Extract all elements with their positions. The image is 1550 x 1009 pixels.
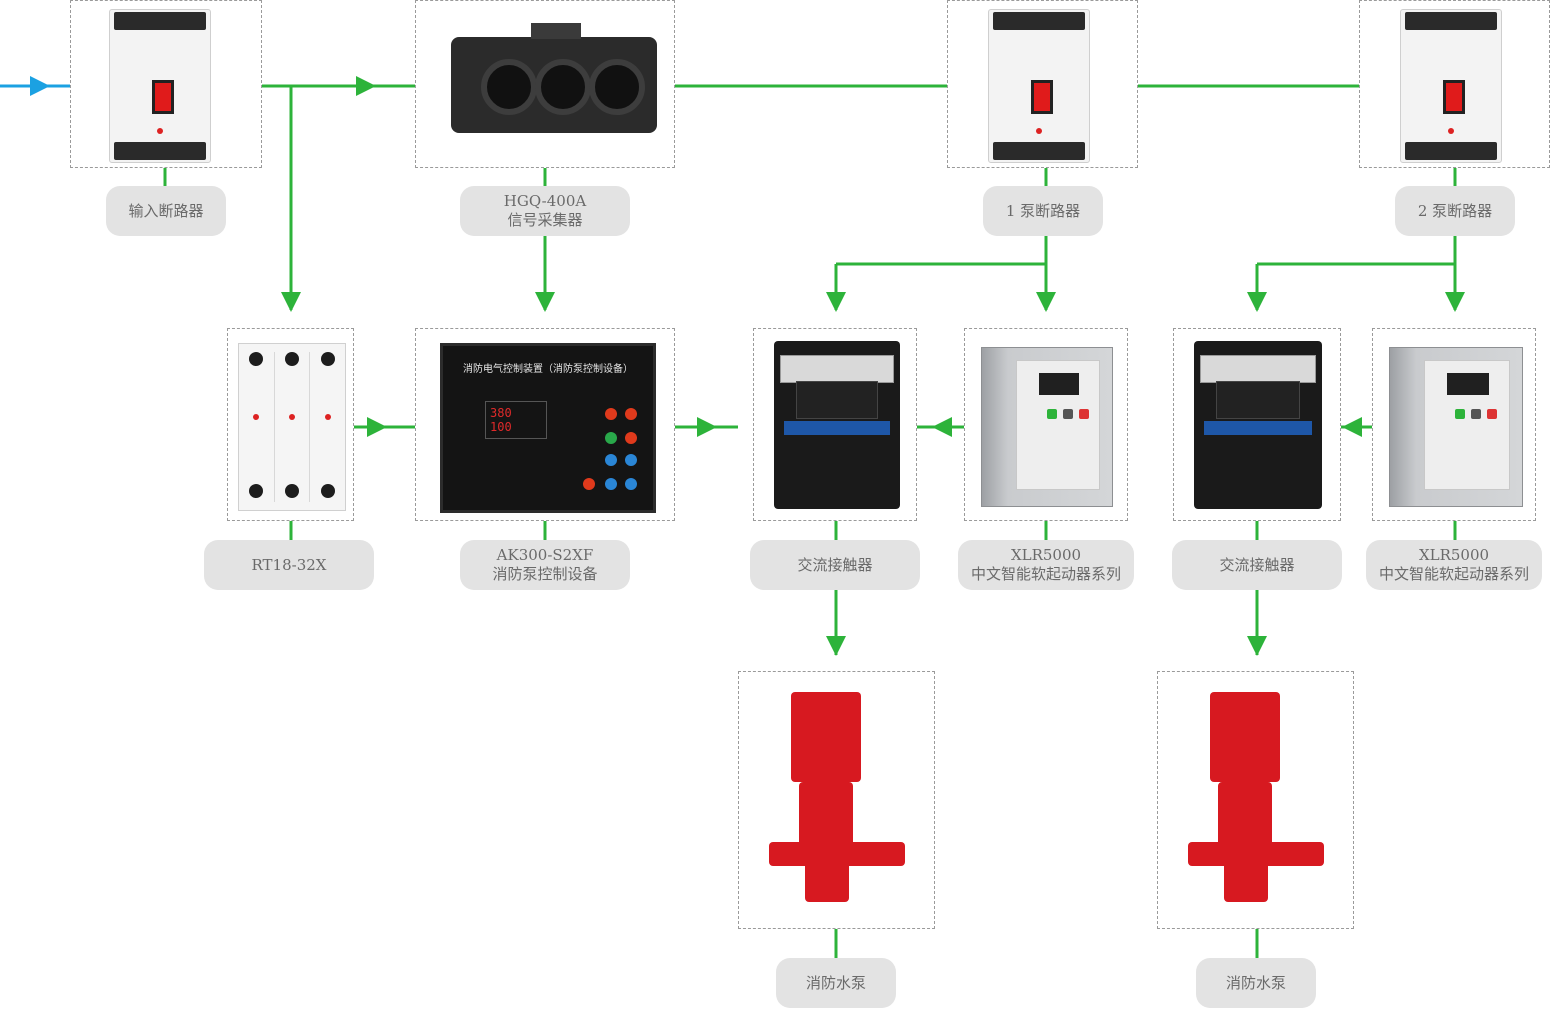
signal-collector-box <box>415 0 675 168</box>
input-breaker-box <box>70 0 262 168</box>
softstarter1-box <box>964 328 1128 521</box>
soft-starter-icon <box>1389 347 1523 507</box>
input-arrow <box>30 76 50 96</box>
contactor2-label: 交流接触器 <box>1172 540 1342 590</box>
arrow-right <box>697 417 717 437</box>
panel-title: 消防电气控制装置（消防泵控制设备） <box>463 364 633 375</box>
pump2-box <box>1157 671 1354 929</box>
softstarter2-label: XLR5000 中文智能软起动器系列 <box>1366 540 1542 590</box>
lamp-icon <box>605 478 617 490</box>
contactor-icon <box>774 341 900 509</box>
softstarter1-label: XLR5000 中文智能软起动器系列 <box>958 540 1134 590</box>
pump1-box <box>738 671 935 929</box>
pump1-breaker-box <box>947 0 1138 168</box>
pump2-breaker-box <box>1359 0 1550 168</box>
lamp-icon <box>625 408 637 420</box>
contactor1-label: 交流接触器 <box>750 540 920 590</box>
fuse-holder-icon <box>238 343 346 511</box>
signal-collector-label: HGQ-400A 信号采集器 <box>460 186 630 236</box>
fuse-box <box>227 328 354 521</box>
contactor-icon <box>1194 341 1322 509</box>
lamp-icon <box>625 454 637 466</box>
lamp-icon <box>605 408 617 420</box>
arrow-left <box>932 417 952 437</box>
lamp-icon <box>605 454 617 466</box>
arrow-right <box>367 417 387 437</box>
current-sensor-icon <box>451 23 657 133</box>
breaker-icon <box>109 9 211 163</box>
pump2-breaker-label: 2 泵断路器 <box>1395 186 1515 236</box>
panel-display: 380 100 <box>485 401 547 439</box>
arrow-down <box>1247 636 1267 656</box>
lamp-icon <box>625 478 637 490</box>
pump1-label: 消防水泵 <box>776 958 896 1008</box>
arrow-down <box>826 292 846 312</box>
arrow-down <box>1247 292 1267 312</box>
arrow-down <box>1036 292 1056 312</box>
lamp-icon <box>583 478 595 490</box>
pump2-label: 消防水泵 <box>1196 958 1316 1008</box>
lamp-icon <box>605 432 617 444</box>
softstarter2-box <box>1372 328 1536 521</box>
fire-pump-icon <box>1188 692 1328 912</box>
arrow-down <box>1445 292 1465 312</box>
arrow-right <box>356 76 376 96</box>
soft-starter-icon <box>981 347 1113 507</box>
input-breaker-label: 输入断路器 <box>106 186 226 236</box>
control-panel-icon: 消防电气控制装置（消防泵控制设备） 380 100 <box>440 343 656 513</box>
arrow-down <box>535 292 555 312</box>
breaker-icon <box>988 9 1090 163</box>
control-device-box: 消防电气控制装置（消防泵控制设备） 380 100 <box>415 328 675 521</box>
lamp-icon <box>625 432 637 444</box>
control-device-label: AK300-S2XF 消防泵控制设备 <box>460 540 630 590</box>
arrow-left <box>1342 417 1362 437</box>
fire-pump-icon <box>769 692 909 912</box>
arrow-down <box>826 636 846 656</box>
contactor2-box <box>1173 328 1341 521</box>
contactor1-box <box>753 328 917 521</box>
arrow-down <box>281 292 301 312</box>
pump1-breaker-label: 1 泵断路器 <box>983 186 1103 236</box>
fuse-label: RT18-32X <box>204 540 374 590</box>
breaker-icon <box>1400 9 1502 163</box>
